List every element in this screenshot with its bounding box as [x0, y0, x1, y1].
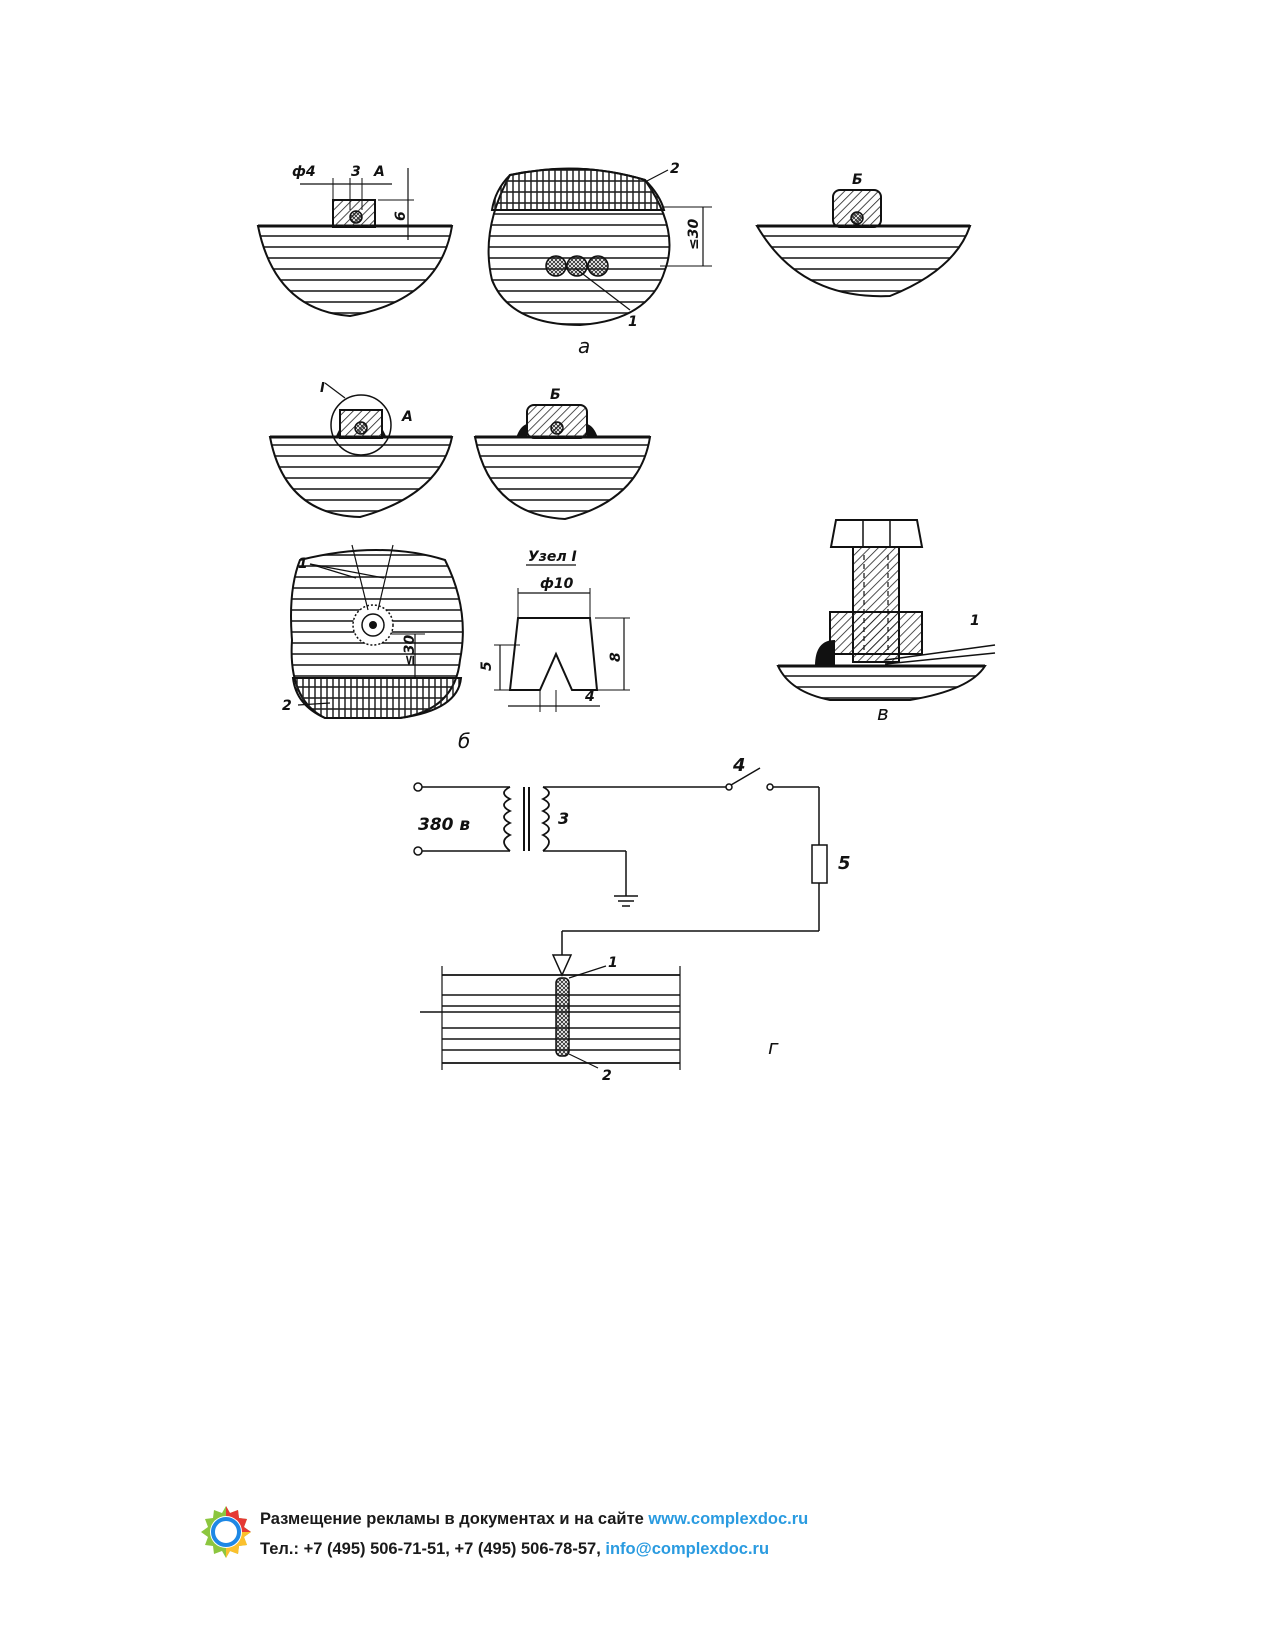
panel-label-v: в [877, 701, 889, 725]
callout-1-g: 1 [608, 955, 618, 971]
panel-b-upper-left: I А [268, 381, 454, 519]
dim-6: 6 [393, 211, 409, 221]
dim-4: 4 [584, 689, 595, 705]
panel-label-g: г [768, 1035, 779, 1059]
dim-phi10: ф10 [540, 576, 574, 592]
panel-v: 1 в [776, 519, 996, 725]
footer-line-ad: Размещение рекламы в документах и на сай… [260, 1510, 808, 1529]
transformer-label: 3 [558, 809, 569, 828]
callout-2-b: 2 [282, 698, 292, 714]
label-A-b: А [401, 409, 413, 425]
dim-le30: ≤30 [686, 219, 702, 250]
panel-a-left-part: ф4 3 А 6 [256, 164, 454, 318]
callout-1-b: 1 [298, 556, 308, 572]
label-B: Б [852, 172, 863, 188]
voltage-label: 380 в [418, 815, 470, 835]
panel-label-a: а [578, 334, 590, 358]
footer-ad-text: Размещение рекламы в документах и на сай… [260, 1510, 649, 1528]
footer-phone-text: Тел.: +7 (495) 506-71-51, +7 (495) 506-7… [260, 1540, 606, 1558]
dim-5: 5 [479, 661, 495, 671]
footer-line-contacts: Тел.: +7 (495) 506-71-51, +7 (495) 506-7… [260, 1540, 769, 1559]
resistor-label: 5 [838, 853, 851, 874]
footer-ad: Размещение рекламы в документах и на сай… [198, 1500, 898, 1570]
callout-2-g: 2 [602, 1068, 612, 1084]
panel-b-lower-left: 1 2 ≤30 б [282, 544, 470, 753]
uzel-title: Узел I [528, 549, 577, 565]
dim-le30-b: ≤30 [402, 635, 418, 666]
callout-roman-1: I [320, 381, 325, 396]
switch-label: 4 [732, 755, 746, 776]
panel-b: I А Б 1 2 ≤3 [268, 381, 652, 753]
panel-a: ф4 3 А 6 2 1 ≤30 а Б [256, 161, 972, 358]
panel-b-upper-right: Б [473, 387, 652, 521]
footer-site-link[interactable]: www.complexdoc.ru [648, 1510, 809, 1528]
dim-8: 8 [608, 652, 624, 662]
label-A: А [373, 164, 385, 180]
label-B-b: Б [550, 387, 561, 403]
callout-1: 1 [628, 314, 638, 330]
callout-1-v: 1 [970, 613, 980, 629]
panel-a-middle-part: 2 1 ≤30 а [487, 161, 712, 358]
dim-phi4: ф4 [292, 164, 316, 180]
dim-3: 3 [351, 164, 361, 180]
callout-2: 2 [670, 161, 680, 177]
footer-email-link[interactable]: info@complexdoc.ru [605, 1540, 770, 1558]
panel-g: 380 в 3 4 5 1 2 г [413, 755, 851, 1084]
panel-a-right-part: Б [755, 172, 972, 298]
panel-b-detail-uzel: Узел I ф10 5 8 4 [479, 549, 630, 712]
gear-logo-icon [201, 1506, 251, 1558]
panel-label-b: б [458, 729, 470, 753]
